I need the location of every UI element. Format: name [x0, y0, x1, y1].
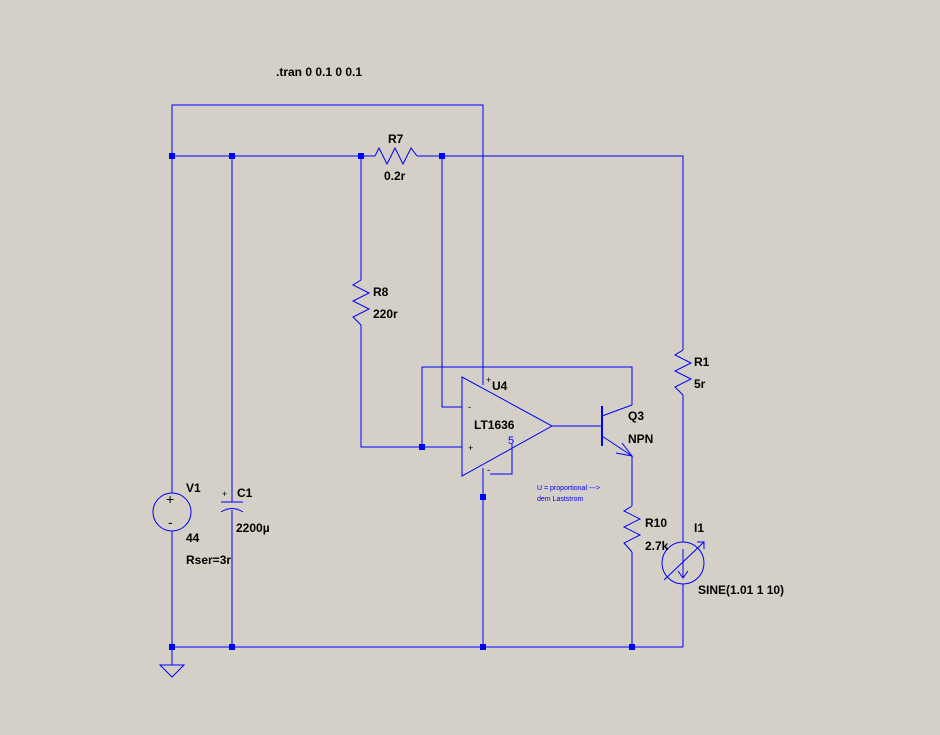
wire-top-rail-right[interactable]: [417, 155, 684, 350]
junction-dot: [439, 153, 445, 159]
c1-plus-sign: +: [222, 489, 227, 499]
junction-dot: [358, 153, 364, 159]
r8-name-label: R8: [373, 285, 389, 299]
u4-minus-pin: -: [468, 402, 471, 412]
junction-dot: [629, 644, 635, 650]
junction-dot: [169, 644, 175, 650]
r8-resistor-icon[interactable]: [351, 279, 371, 326]
u4-opamp-icon[interactable]: + - + - 5: [461, 375, 554, 477]
i1-name-label: I1: [694, 521, 704, 535]
wire-pin5[interactable]: [490, 444, 513, 475]
junction-dot: [480, 494, 486, 500]
v1-plus-sign: +: [166, 491, 174, 507]
r1-resistor-icon[interactable]: [673, 349, 693, 396]
r10-name-label: R10: [645, 516, 667, 530]
r1-name-label: R1: [694, 355, 710, 369]
q3-name-label: Q3: [628, 409, 644, 423]
v1-voltage-source-icon[interactable]: + -: [152, 491, 192, 532]
r1-value-label: 5r: [694, 377, 706, 391]
v1-value-label: 44: [186, 531, 200, 545]
c1-name-label: C1: [237, 486, 253, 500]
q3-type-label: NPN: [628, 432, 653, 446]
u4-pin5-label: 5: [508, 435, 514, 447]
r7-name-label: R7: [388, 132, 404, 146]
comment-line-1[interactable]: U = proportional --->: [537, 485, 600, 492]
wire-feedback-loop[interactable]: [421, 366, 633, 447]
r10-resistor-icon[interactable]: [622, 505, 642, 553]
r10-value-label: 2.7k: [645, 539, 669, 553]
ground-icon: [158, 664, 186, 678]
i1-value-label: SINE(1.01 1 10): [698, 583, 784, 597]
r7-value-label: 0.2r: [384, 169, 406, 183]
wire-supply-loop[interactable]: [171, 104, 484, 385]
wire-minus-input[interactable]: [441, 156, 462, 408]
q3-npn-transistor-icon[interactable]: [601, 404, 634, 457]
r8-value-label: 220r: [373, 307, 398, 321]
v1-minus-sign: -: [168, 514, 173, 530]
junction-dot: [480, 644, 486, 650]
junction-dot: [229, 644, 235, 650]
i1-current-source-icon[interactable]: [661, 541, 705, 585]
junctions: [169, 153, 635, 650]
u4-supply-plus: +: [486, 375, 491, 385]
v1-rser-label: Rser=3r: [186, 553, 231, 567]
u4-part-label: LT1636: [474, 418, 515, 432]
junction-dot: [169, 153, 175, 159]
wires: [171, 104, 684, 665]
c1-capacitor-icon[interactable]: +: [220, 489, 244, 513]
u4-plus-pin: +: [468, 443, 473, 453]
wire-r8-bottom[interactable]: [360, 325, 462, 448]
junction-dot: [229, 153, 235, 159]
r7-resistor-icon[interactable]: [374, 146, 418, 166]
comment-line-2[interactable]: dem Laststrom: [537, 496, 583, 503]
u4-name-label: U4: [492, 379, 508, 393]
junction-dot: [419, 444, 425, 450]
tran-directive[interactable]: .tran 0 0.1 0 0.1: [276, 65, 362, 79]
u4-supply-minus: -: [487, 465, 490, 475]
c1-value-label: 2200µ: [236, 521, 270, 535]
v1-name-label: V1: [186, 481, 201, 495]
